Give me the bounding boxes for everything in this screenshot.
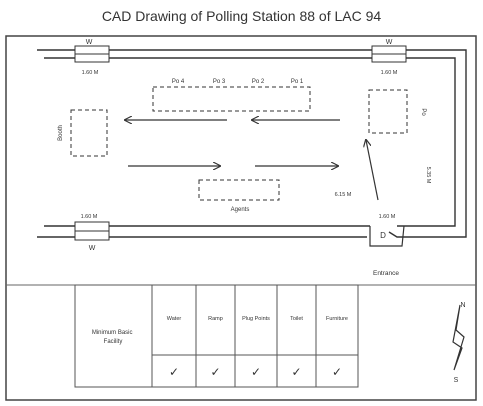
presiding-officer-label: Po xyxy=(420,108,426,116)
window-label-bottom-left: W xyxy=(89,245,96,252)
facility-column-plug-points: Plug Points xyxy=(242,316,270,322)
booth-label: Booth xyxy=(58,125,64,141)
dim-diagonal: 6.15 M xyxy=(335,192,352,198)
dim-door: 1.60 M xyxy=(379,214,396,220)
window-label-top-right: W xyxy=(386,39,393,46)
dim-right-wall: 5.35 M xyxy=(425,167,431,184)
po-label-3: Po 3 xyxy=(213,79,226,85)
dim-top-right: 1.60 M xyxy=(381,70,398,76)
facility-check-icon: ✓ xyxy=(291,365,301,379)
window-label-top-left: W xyxy=(86,39,93,46)
facility-table-grid xyxy=(74,284,359,388)
windows xyxy=(74,45,407,241)
facility-check-icon: ✓ xyxy=(210,365,220,379)
door-swing xyxy=(369,225,405,247)
facility-check-icon: ✓ xyxy=(169,365,179,379)
door-label: D xyxy=(380,231,386,240)
facility-column-water: Water xyxy=(167,316,182,322)
po-label-1: Po 1 xyxy=(291,79,304,85)
sheet-frame xyxy=(5,35,477,401)
facility-check-icon: ✓ xyxy=(251,365,261,379)
entrance-label: Entrance xyxy=(373,270,399,277)
facility-column-toilet: Toilet xyxy=(290,316,303,322)
facility-columns: Water ✓ Ramp ✓ Plug Points ✓ Toilet ✓ Furniture ✓ xyxy=(167,316,348,379)
facility-column-ramp: Ramp xyxy=(208,316,223,322)
dim-bottom-left: 1.60 M xyxy=(81,214,98,220)
polling-officer-table xyxy=(152,86,311,112)
booth-box xyxy=(70,109,108,157)
compass-south-label: S xyxy=(454,377,459,384)
po-label-4: Po 4 xyxy=(172,79,185,85)
voter-flow-arrows xyxy=(125,120,379,201)
po-label-2: Po 2 xyxy=(252,79,265,85)
presiding-officer-box xyxy=(368,89,408,134)
agents-label: Agents xyxy=(231,207,250,213)
facility-check-icon: ✓ xyxy=(332,365,342,379)
arrow-entrance-to-presiding xyxy=(366,140,379,201)
room-walls xyxy=(37,49,467,238)
agents-table xyxy=(198,179,280,201)
facility-row-header: Minimum Basic Facility xyxy=(92,330,134,345)
drawing-title: CAD Drawing of Polling Station 88 of LAC… xyxy=(101,8,382,24)
facility-column-furniture: Furniture xyxy=(326,316,348,322)
compass-north-label: N xyxy=(460,302,465,309)
compass-icon xyxy=(452,304,465,371)
dim-top-left: 1.60 M xyxy=(82,70,99,76)
